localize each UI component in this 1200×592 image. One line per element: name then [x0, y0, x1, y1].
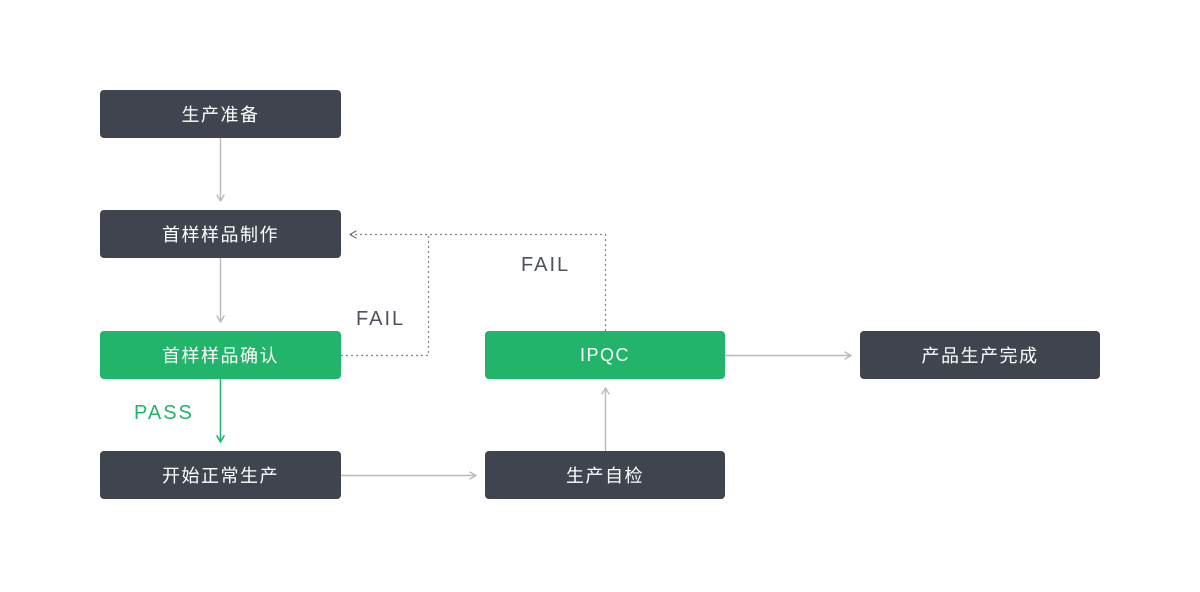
edge-label-fail-ipqc: FAIL	[521, 254, 571, 276]
node-product-production-complete-label: 产品生产完成	[921, 346, 1039, 366]
node-first-sample-confirmation: 首样样品确认	[100, 331, 341, 379]
node-production-self-check-label: 生产自检	[566, 466, 644, 486]
node-start-normal-production: 开始正常生产	[100, 451, 341, 499]
edge-fail-confirm-back	[341, 234, 430, 357]
edge-label-pass: PASS	[134, 402, 194, 424]
node-production-preparation-label: 生产准备	[181, 105, 260, 125]
node-first-sample-production: 首样样品制作	[100, 210, 341, 258]
node-ipqc: IPQC	[485, 331, 725, 379]
node-product-production-complete: 产品生产完成	[860, 331, 1100, 379]
node-ipqc-label: IPQC	[579, 344, 630, 365]
node-start-normal-production-label: 开始正常生产	[162, 466, 279, 486]
node-first-sample-production-label: 首样样品制作	[162, 225, 279, 245]
edge-label-fail-confirmation: FAIL	[356, 308, 406, 330]
node-production-self-check: 生产自检	[485, 451, 725, 499]
edge-fail-ipqc-back	[349, 230, 607, 331]
node-first-sample-confirmation-label: 首样样品确认	[162, 346, 279, 366]
node-production-preparation: 生产准备	[100, 90, 341, 138]
